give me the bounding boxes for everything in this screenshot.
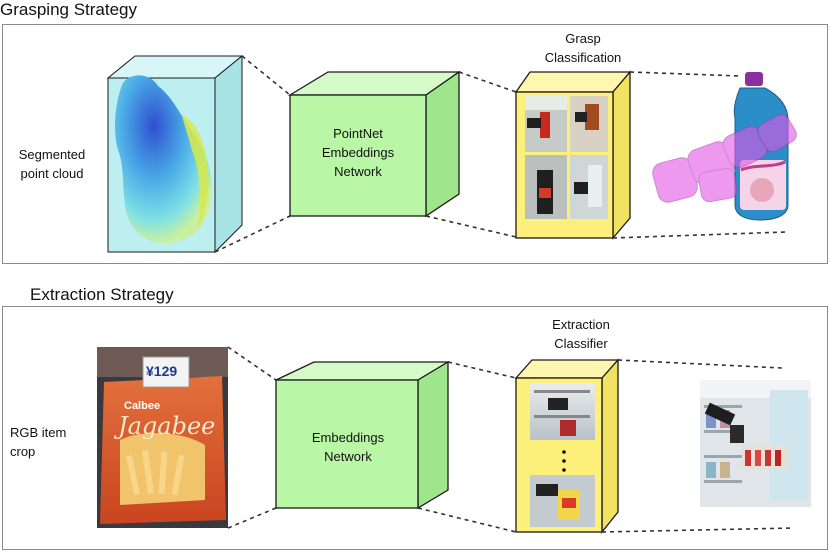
grasp-classification-label: Grasp Classification: [525, 29, 641, 67]
rgb-item-crop-label-line1: RGB item: [10, 425, 67, 440]
grasping-network-cube: [287, 70, 462, 218]
extraction-example-tile-1: [530, 383, 595, 440]
segmented-point-cloud-label-line1: Segmented: [18, 147, 86, 162]
extraction-connectors-3: [601, 359, 795, 533]
extraction-classifier-box: [514, 358, 620, 534]
product-brand: Calbee: [124, 400, 161, 412]
grasp-classifier-box: [514, 70, 632, 240]
point-cloud-box: [106, 54, 244, 254]
point-cloud-blob: [115, 75, 212, 244]
grasping-connectors-3: [612, 71, 787, 239]
grasping-connectors-1: [214, 55, 291, 253]
bottle-grasp-visualization: [652, 72, 797, 221]
grasp-classification-label-line1: Grasp: [565, 31, 601, 46]
extraction-connectors-2: [417, 361, 517, 533]
pointnet-network-label-line2: Embeddings: [321, 145, 395, 160]
product-name: Jagabee: [118, 412, 216, 440]
extraction-network-cube: [275, 360, 451, 510]
store-extraction-photo: [700, 380, 811, 507]
pointnet-network-label: PointNet Embeddings Network: [298, 124, 418, 181]
pointnet-network-label-line3: Network: [334, 164, 382, 179]
extraction-classifier-label-line2: Classifier: [554, 336, 608, 351]
extraction-section-title: Extraction Strategy: [30, 285, 174, 304]
extraction-example-tile-2: [530, 475, 595, 527]
extraction-connectors-1: [227, 346, 277, 529]
grasp-classification-label-line2: Classification: [544, 50, 622, 65]
extraction-classifier-label: Extraction Classifier: [528, 315, 634, 353]
extraction-ellipsis-dots: [562, 450, 566, 472]
grasp-example-tile-1: [525, 96, 567, 152]
pointnet-network-label-line1: PointNet: [333, 126, 383, 141]
grasping-connectors-2: [425, 71, 517, 238]
rgb-item-crop: [97, 347, 228, 528]
grasp-example-tile-2: [570, 96, 608, 152]
segmented-point-cloud-label-line2: point cloud: [20, 166, 84, 181]
rgb-item-crop-label: RGB item crop: [10, 423, 80, 461]
grasp-example-tile-3: [525, 155, 567, 219]
grasping-section-title: Grasping Strategy: [0, 0, 138, 19]
extraction-classifier-label-line1: Extraction: [552, 317, 610, 332]
product-price-tag: ¥129: [146, 363, 178, 379]
point-cloud-highlight: [182, 115, 209, 228]
embeddings-network-label-line2: Network: [324, 449, 372, 464]
grasp-example-tile-4: [570, 155, 608, 219]
segmented-point-cloud-label: Segmented point cloud: [8, 145, 96, 183]
rgb-item-crop-label-line2: crop: [10, 444, 36, 459]
embeddings-network-label-line1: Embeddings: [311, 430, 385, 445]
embeddings-network-label: Embeddings Network: [286, 428, 410, 466]
